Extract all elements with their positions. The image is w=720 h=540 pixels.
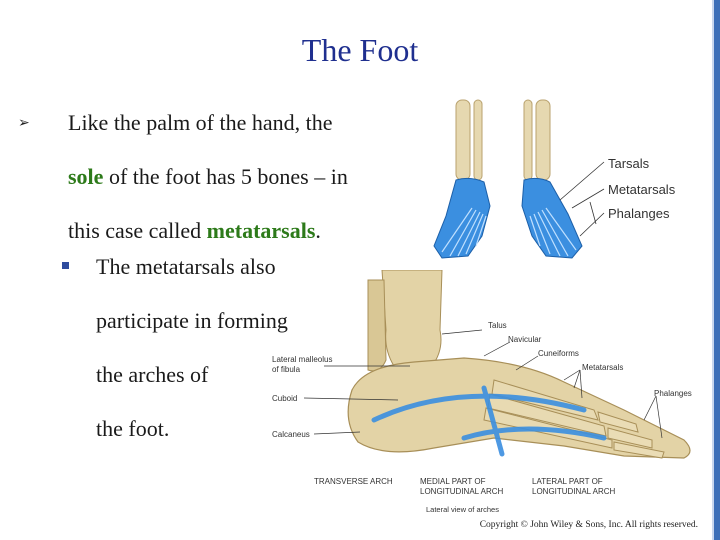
bullet-main: ➢ Like the palm of the hand, the sole of… [44,96,404,258]
bullet-main-line-1: Like the palm of the hand, the [44,96,404,150]
label-cuboid: Cuboid [272,394,297,403]
label-lateral-malleolus: Lateral malleolus [272,355,332,364]
label-talus: Talus [488,321,507,330]
label-cuneiforms: Cuneiforms [538,349,579,358]
keyword-sole: sole [68,164,103,189]
label-metatarsals-top: Metatarsals [608,182,676,197]
label-metatarsals-bottom: Metatarsals [582,363,623,372]
label-tarsals: Tarsals [608,156,650,171]
figure-caption: Lateral view of arches [426,505,499,514]
bullet-main-line-2-rest: of the foot has 5 bones – in [103,164,347,189]
arrow-bullet-icon: ➢ [18,96,30,150]
label-lateral-part-1: LATERAL PART OF [532,477,603,486]
slide-border-accent [714,0,720,540]
copyright-notice: Copyright © John Wiley & Sons, Inc. All … [480,520,698,530]
label-of-fibula: of fibula [272,365,301,374]
square-bullet-icon [62,262,69,269]
label-transverse-arch: TRANSVERSE ARCH [314,477,393,486]
label-lateral-part-2: LONGITUDINAL ARCH [532,487,615,496]
slide-title: The Foot [0,32,720,69]
bullet-main-line-2: sole of the foot has 5 bones – in [44,150,404,204]
label-calcaneus: Calcaneus [272,430,310,439]
label-phalanges-bottom: Phalanges [654,389,692,398]
label-navicular: Navicular [508,335,542,344]
label-medial-part-2: LONGITUDINAL ARCH [420,487,503,496]
feet-anterior-illustration: Tarsals Metatarsals Phalanges [420,96,710,266]
label-medial-part-1: MEDIAL PART OF [420,477,486,486]
foot-lateral-arches-illustration: Talus Navicular Cuneiforms Metatarsals P… [264,270,704,520]
label-phalanges-top: Phalanges [608,206,670,221]
